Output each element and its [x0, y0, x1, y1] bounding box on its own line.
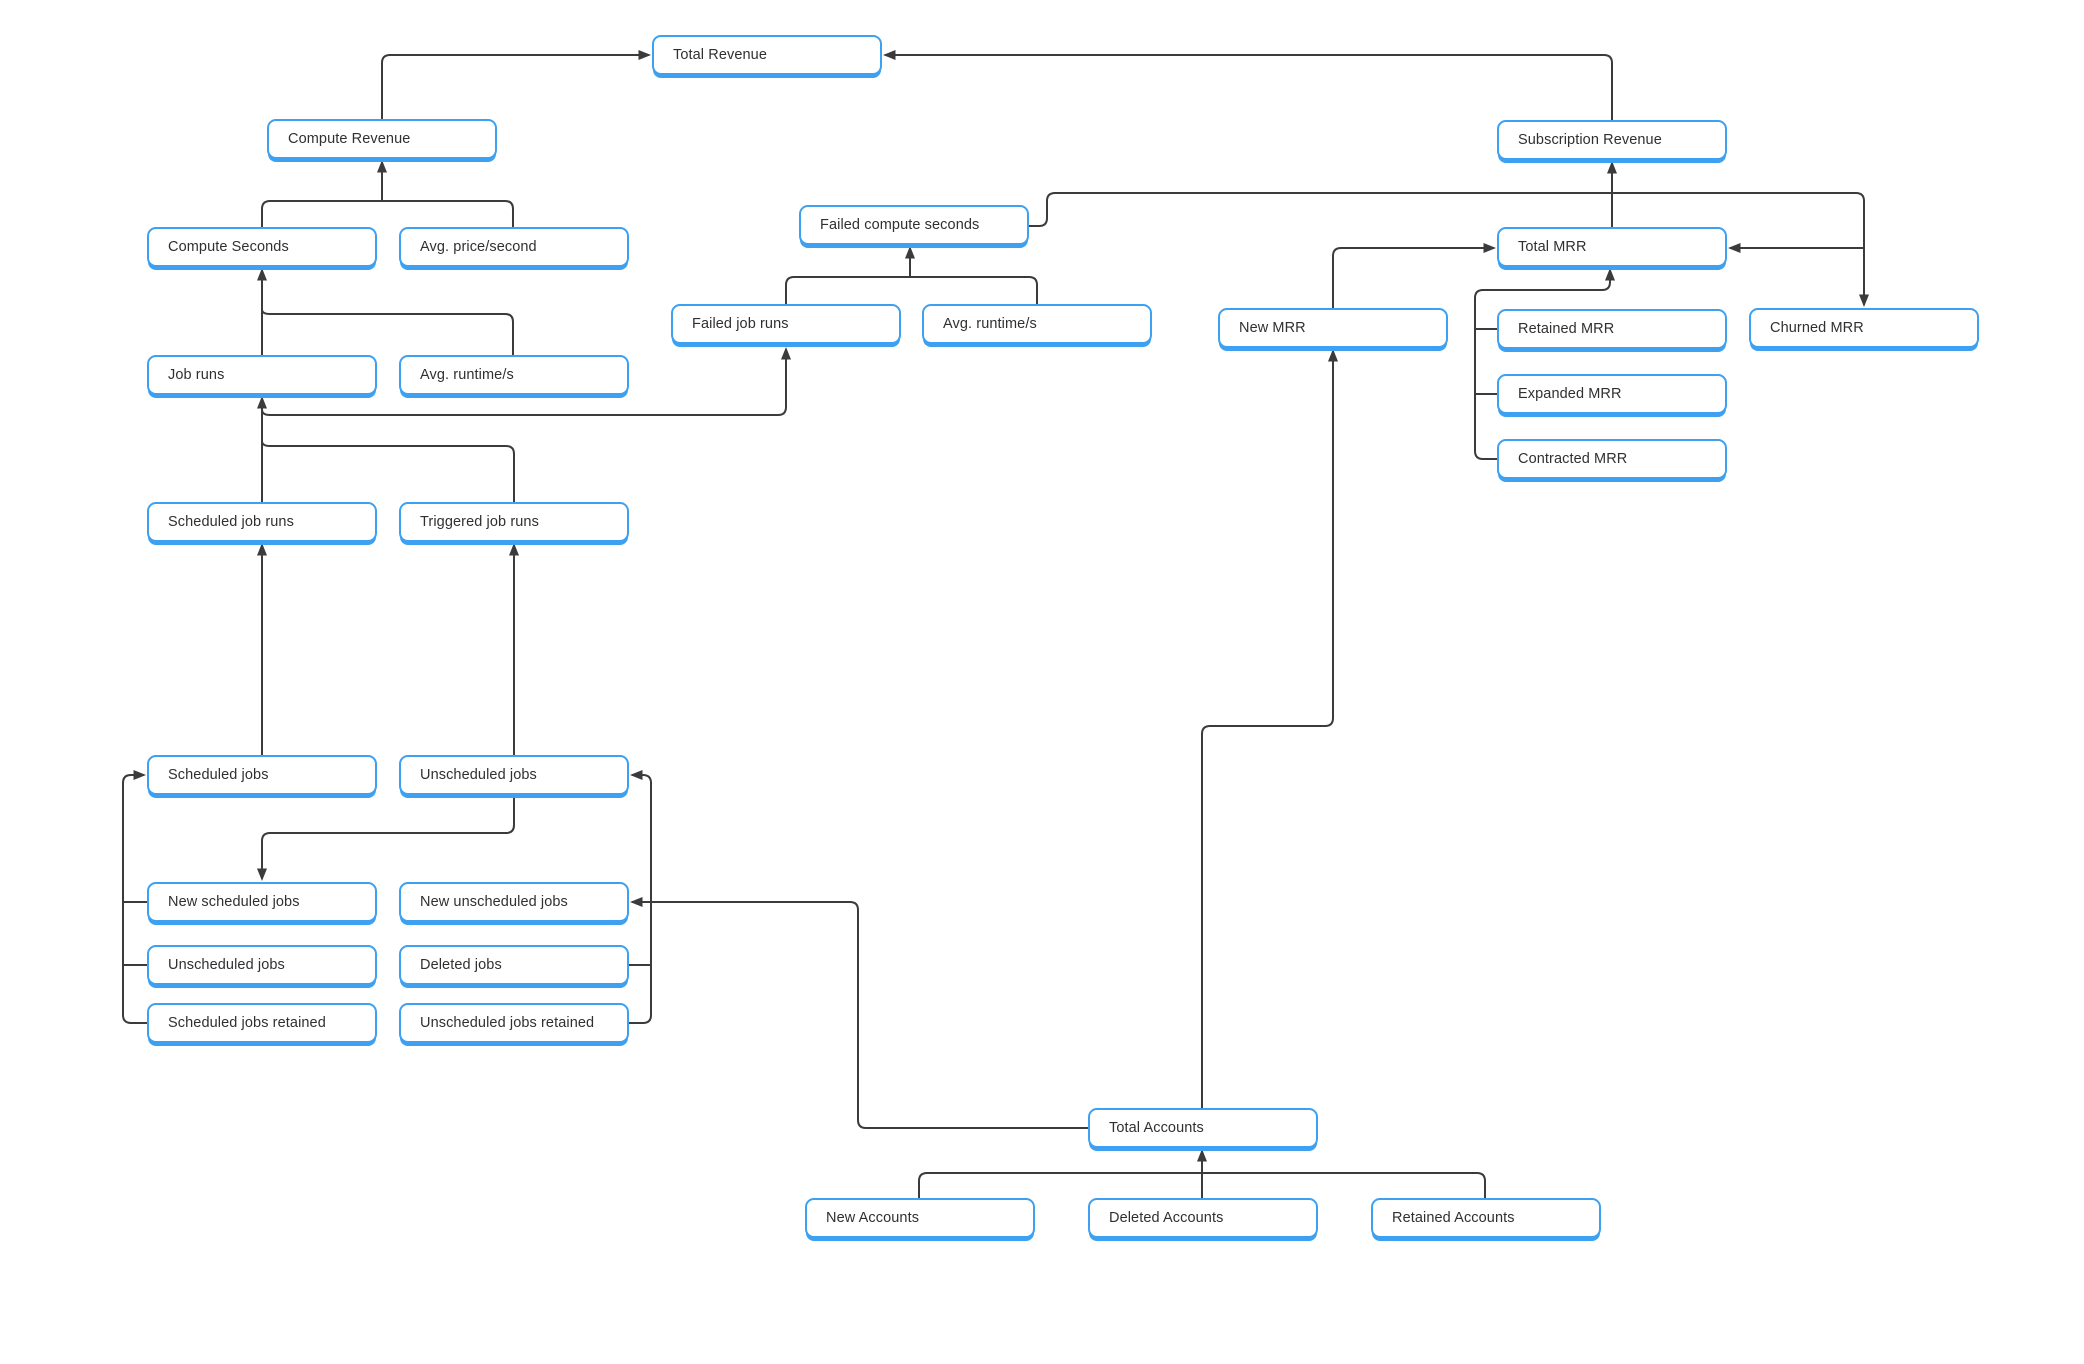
node-new-unscheduled-jobs[interactable]: New unscheduled jobs — [399, 882, 629, 922]
node-scheduled-jobs-retained[interactable]: Scheduled jobs retained — [147, 1003, 377, 1043]
node-label-triggered-job-runs: Triggered job runs — [420, 514, 539, 530]
node-label-new-accounts: New Accounts — [826, 1210, 920, 1226]
node-label-avg-runtime-right: Avg. runtime/s — [943, 316, 1037, 332]
node-label-retained-accounts: Retained Accounts — [1392, 1210, 1515, 1226]
node-deleted-jobs[interactable]: Deleted jobs — [399, 945, 629, 985]
node-expanded-mrr[interactable]: Expanded MRR — [1497, 374, 1727, 414]
node-label-subscription-revenue: Subscription Revenue — [1518, 132, 1662, 148]
node-scheduled-jobs[interactable]: Scheduled jobs — [147, 755, 377, 795]
node-label-total-revenue: Total Revenue — [673, 47, 767, 63]
node-label-unscheduled-jobs-retained: Unscheduled jobs retained — [420, 1015, 595, 1031]
node-label-total-accounts: Total Accounts — [1109, 1120, 1204, 1136]
edge-failed-compute-seconds-to-churned-mrr — [1029, 192, 1869, 307]
node-avg-runtime-right[interactable]: Avg. runtime/s — [922, 304, 1152, 344]
edge-right-rail-to-unscheduled-jobs-upper — [629, 770, 652, 1024]
node-label-avg-runtime-left: Avg. runtime/s — [420, 367, 514, 383]
edge-subscription-revenue-to-total-revenue — [883, 50, 1613, 120]
node-unscheduled-jobs-upper[interactable]: Unscheduled jobs — [399, 755, 629, 795]
edge-triggered-job-runs-to-job-runs — [261, 436, 515, 502]
node-new-mrr[interactable]: New MRR — [1218, 308, 1448, 348]
edge-mrr-rail-to-total-mrr — [1474, 268, 1615, 460]
node-new-accounts[interactable]: New Accounts — [805, 1198, 1035, 1238]
node-label-contracted-mrr: Contracted MRR — [1518, 451, 1628, 467]
edge-left-rail-to-scheduled-jobs — [122, 770, 147, 1024]
node-unscheduled-jobs-lower[interactable]: Unscheduled jobs — [147, 945, 377, 985]
edge-job-runs-to-failed-job-runs — [261, 347, 791, 416]
edge-unscheduled-jobs-upper-to-new-scheduled-jobs — [257, 795, 515, 881]
node-failed-compute-seconds[interactable]: Failed compute seconds — [799, 205, 1029, 245]
node-avg-runtime-left[interactable]: Avg. runtime/s — [399, 355, 629, 395]
node-contracted-mrr[interactable]: Contracted MRR — [1497, 439, 1727, 479]
edge-avg-runtime-left-to-compute-seconds — [261, 305, 514, 355]
node-label-job-runs: Job runs — [168, 367, 225, 383]
node-label-retained-mrr: Retained MRR — [1518, 321, 1615, 337]
edge-failed-job-runs-to-avg-runtime-to-failed-compute-seconds-bracket — [785, 276, 1038, 304]
node-deleted-accounts[interactable]: Deleted Accounts — [1088, 1198, 1318, 1238]
node-unscheduled-jobs-retained[interactable]: Unscheduled jobs retained — [399, 1003, 629, 1043]
node-total-mrr[interactable]: Total MRR — [1497, 227, 1727, 267]
node-scheduled-job-runs[interactable]: Scheduled job runs — [147, 502, 377, 542]
edge-new-mrr-to-total-mrr — [1332, 243, 1496, 308]
node-label-compute-revenue: Compute Revenue — [288, 131, 411, 147]
node-label-scheduled-job-runs: Scheduled job runs — [168, 514, 294, 530]
node-label-failed-job-runs: Failed job runs — [692, 316, 789, 332]
node-label-compute-seconds: Compute Seconds — [168, 239, 289, 255]
node-label-scheduled-jobs: Scheduled jobs — [168, 767, 269, 783]
node-total-revenue[interactable]: Total Revenue — [652, 35, 882, 75]
node-compute-seconds[interactable]: Compute Seconds — [147, 227, 377, 267]
edge-compute-revenue-to-total-revenue — [381, 50, 651, 119]
node-label-unscheduled-jobs-upper: Unscheduled jobs — [420, 767, 537, 783]
node-label-new-mrr: New MRR — [1239, 320, 1306, 336]
node-label-expanded-mrr: Expanded MRR — [1518, 386, 1622, 402]
node-churned-mrr[interactable]: Churned MRR — [1749, 308, 1979, 348]
node-failed-job-runs[interactable]: Failed job runs — [671, 304, 901, 344]
node-label-new-unscheduled-jobs: New unscheduled jobs — [420, 894, 568, 910]
node-label-deleted-jobs: Deleted jobs — [420, 957, 502, 973]
node-retained-mrr[interactable]: Retained MRR — [1497, 309, 1727, 349]
edge-total-accounts-to-new-unscheduled-jobs — [630, 897, 1088, 1129]
node-subscription-revenue[interactable]: Subscription Revenue — [1497, 120, 1727, 160]
node-total-accounts[interactable]: Total Accounts — [1088, 1108, 1318, 1148]
node-label-avg-price-second: Avg. price/second — [420, 239, 537, 255]
node-label-total-mrr: Total MRR — [1518, 239, 1587, 255]
node-label-churned-mrr: Churned MRR — [1770, 320, 1864, 336]
node-label-scheduled-jobs-retained: Scheduled jobs retained — [168, 1015, 326, 1031]
node-compute-revenue[interactable]: Compute Revenue — [267, 119, 497, 159]
node-triggered-job-runs[interactable]: Triggered job runs — [399, 502, 629, 542]
node-label-deleted-accounts: Deleted Accounts — [1109, 1210, 1224, 1226]
node-retained-accounts[interactable]: Retained Accounts — [1371, 1198, 1601, 1238]
node-label-unscheduled-jobs-lower: Unscheduled jobs — [168, 957, 285, 973]
node-job-runs[interactable]: Job runs — [147, 355, 377, 395]
node-label-failed-compute-seconds: Failed compute seconds — [820, 217, 980, 233]
node-new-scheduled-jobs[interactable]: New scheduled jobs — [147, 882, 377, 922]
node-avg-price-second[interactable]: Avg. price/second — [399, 227, 629, 267]
edge-compute-seconds-to-avg-price-second-to-compute-revenue-bracket — [261, 200, 514, 227]
node-label-new-scheduled-jobs: New scheduled jobs — [168, 894, 300, 910]
edge-total-accounts-to-new-mrr — [1201, 349, 1338, 1108]
